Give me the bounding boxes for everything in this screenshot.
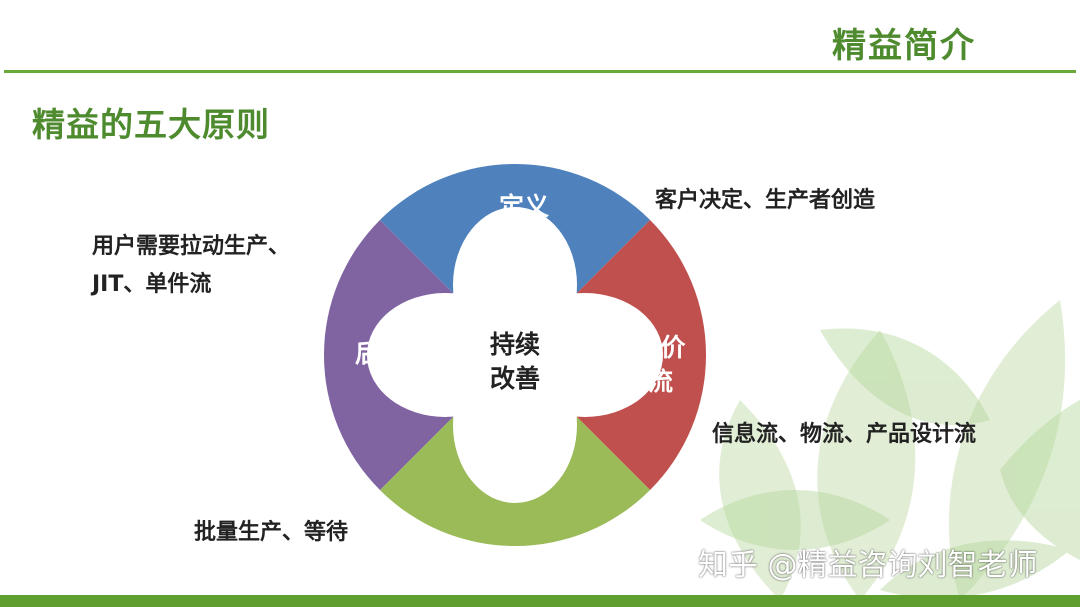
label-pull: 后拉 (355, 339, 405, 368)
label-value-stream-1: 确定价 (610, 333, 686, 362)
center-petals (367, 207, 663, 503)
center-label-1: 持续 (490, 330, 540, 359)
center-label-2: 改善 (490, 364, 540, 393)
watermark: 知乎 @精益咨询刘智老师 (698, 548, 1038, 583)
label-value-stream-2: 值流 (623, 367, 673, 396)
section-title: 精益的五大原则 (32, 105, 270, 144)
note-pull-line2: JIT、单件流 (92, 272, 212, 297)
note-flow: 批量生产、等待 (194, 520, 349, 545)
footer-bar (0, 595, 1080, 607)
label-define-value-2: 价值 (499, 226, 549, 255)
page-title: 精益简介 (832, 26, 976, 66)
note-pull-line1: 用户需要拉动生产、 (92, 234, 291, 259)
label-flow: 流动 (489, 472, 539, 501)
note-pull: 用户需要拉动生产、 JIT、单件流 (92, 228, 290, 304)
note-define-value: 客户决定、生产者创造 (655, 188, 876, 213)
note-value-stream: 信息流、物流、产品设计流 (712, 422, 977, 447)
label-define-value-1: 定义 (499, 192, 549, 221)
header-divider (4, 70, 1076, 73)
